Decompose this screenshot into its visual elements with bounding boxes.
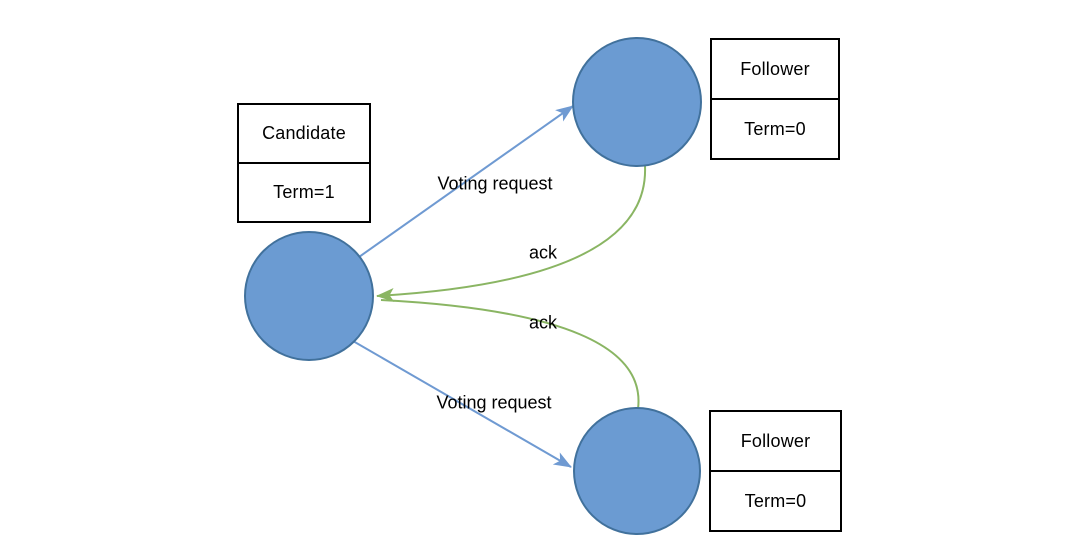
follower-bottom-term-label: Term=0: [711, 470, 840, 530]
voting-request-arrow-bottom: [352, 340, 572, 468]
voting-request-arrow-top: [358, 105, 574, 258]
follower-top-role-label: Follower: [740, 58, 810, 79]
follower-bottom-label-box: Follower Term=0: [709, 410, 842, 532]
ack-label-bottom: ack: [528, 312, 558, 333]
candidate-label-box: Candidate Term=1: [237, 103, 371, 223]
candidate-node: [244, 231, 374, 361]
follower-top-label-box: Follower Term=0: [710, 38, 840, 160]
ack-arrow-top: [376, 165, 647, 302]
candidate-role-label: Candidate: [262, 123, 346, 143]
follower-top-node: [572, 37, 702, 167]
voting-request-label-top: Voting request: [437, 173, 553, 194]
follower-bottom-node: [573, 407, 701, 535]
ack-arrow-bottom: [380, 299, 640, 410]
follower-top-term-label: Term=0: [712, 98, 838, 158]
candidate-term-label: Term=1: [239, 162, 369, 221]
voting-request-label-bottom: Voting request: [436, 392, 552, 413]
follower-bottom-role-label: Follower: [740, 430, 811, 451]
ack-label-top: ack: [528, 242, 558, 263]
